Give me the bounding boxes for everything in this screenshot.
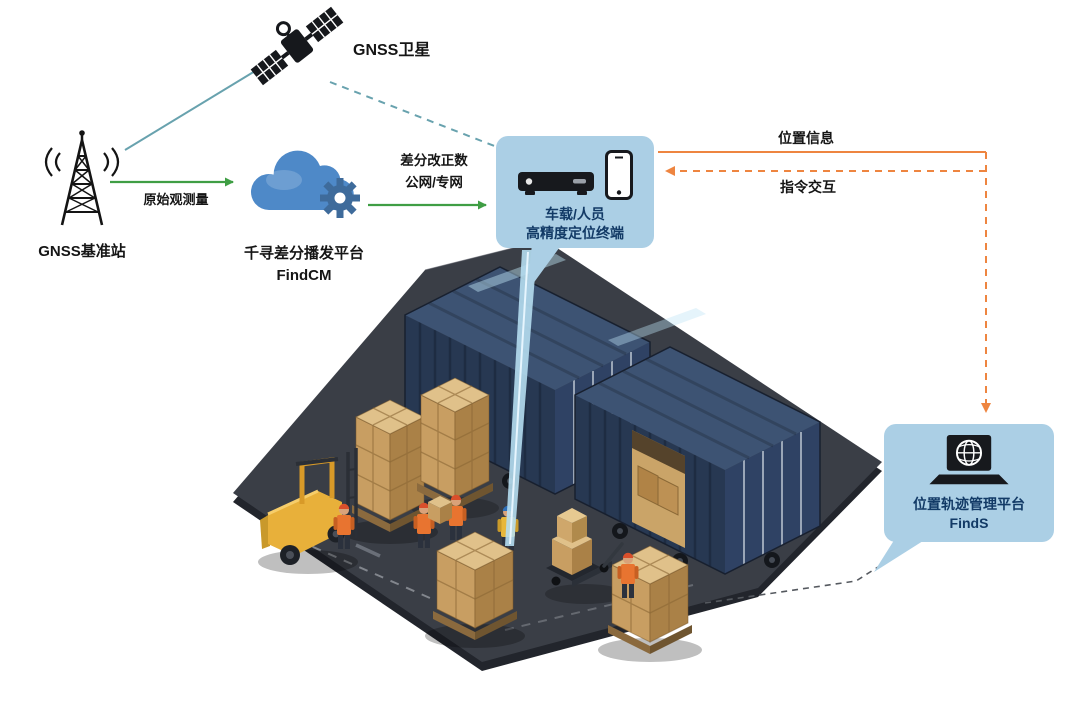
management-platform-name: FindS bbox=[949, 514, 989, 531]
smartphone-icon bbox=[605, 150, 633, 200]
gear-icon bbox=[320, 178, 360, 218]
finds-bubble-tail bbox=[874, 534, 934, 572]
cloud-platform-label: 千寻差分播发平台 FindCM bbox=[218, 243, 390, 287]
box-stack bbox=[433, 531, 517, 640]
satellite-base-link-line bbox=[124, 61, 271, 151]
cloud-platform-name: FindCM bbox=[276, 266, 332, 284]
base-station-label: GNSS基准站 bbox=[38, 243, 126, 260]
worker bbox=[413, 502, 435, 548]
scene-finds-link-line bbox=[704, 566, 879, 604]
box-stack bbox=[352, 399, 428, 532]
terminal-bubble-tail bbox=[527, 244, 562, 292]
terminal-label-line2: 高精度定位终端 bbox=[526, 224, 624, 241]
management-platform-title: 位置轨迹管理平台 bbox=[913, 496, 1025, 512]
diff-correction-line2: 公网/专网 bbox=[405, 175, 463, 191]
carried-box bbox=[428, 496, 452, 524]
laptop-globe-icon bbox=[929, 434, 1009, 485]
raw-observation-label: 原始观测量 bbox=[143, 192, 209, 207]
pallet-jack bbox=[546, 508, 624, 587]
worker bbox=[333, 503, 355, 549]
terminal-label-line1: 车载/人员 bbox=[545, 206, 605, 222]
receiver-icon bbox=[518, 172, 594, 195]
warehouse-illustration bbox=[233, 239, 882, 671]
terminal-card: 车载/人员 高精度定位终端 bbox=[496, 136, 654, 248]
base-station-tower-icon bbox=[44, 130, 120, 226]
satellite-terminal-link-line bbox=[329, 81, 498, 148]
command-interaction-label: 指令交互 bbox=[780, 179, 836, 195]
management-platform-card: 位置轨迹管理平台 FindS bbox=[884, 424, 1054, 542]
diff-correction-line1: 差分改正数 bbox=[400, 153, 468, 168]
worker bbox=[445, 494, 467, 540]
worker bbox=[617, 552, 639, 598]
position-info-label: 位置信息 bbox=[778, 130, 834, 146]
positioning-beam bbox=[505, 250, 537, 546]
satellite-icon bbox=[250, 6, 344, 86]
cloud-platform-icon bbox=[250, 150, 360, 218]
diff-correction-label: 差分改正数 公网/专网 bbox=[384, 150, 484, 195]
container-right bbox=[574, 346, 821, 575]
cloud-platform-title: 千寻差分播发平台 bbox=[243, 245, 364, 262]
signal-streak bbox=[608, 308, 706, 346]
satellite-label: GNSS卫星 bbox=[353, 42, 431, 59]
